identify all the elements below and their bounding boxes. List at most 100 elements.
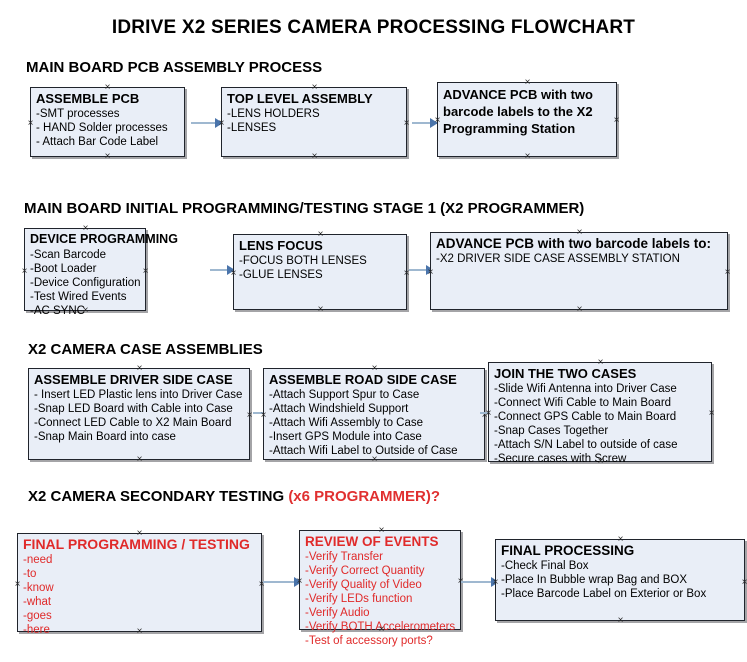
box-line: -Check Final Box [501, 560, 589, 572]
box-line: -Scan Barcode [30, 249, 107, 261]
arrow-head-icon [294, 577, 302, 587]
box-title: ADVANCE PCB with two barcode labels to t… [443, 87, 593, 136]
section-header-text: X2 CAMERA CASE ASSEMBLIES [28, 341, 263, 358]
resize-handle-right[interactable] [141, 267, 150, 276]
conn-assemble-pcb-to-top-level-assembly[interactable] [191, 118, 223, 128]
box-line: -need [23, 554, 53, 566]
resize-handle-left[interactable] [13, 580, 22, 589]
box-line: -Secure cases with Screw [494, 453, 627, 465]
section-header-text: MAIN BOARD PCB ASSEMBLY PROCESS [26, 59, 323, 76]
box-final-processing[interactable]: FINAL PROCESSING -Check Final Box -Place… [495, 539, 745, 621]
box-line: - HAND Solder processes [36, 122, 168, 134]
box-title: ASSEMBLE PCB [36, 91, 140, 106]
box-line: -AC SYNC [30, 305, 85, 317]
box-line: -Connect Wifi Cable to Main Board [494, 397, 672, 409]
box-line: -Snap LED Board with Cable into Case [34, 403, 233, 415]
box-line: -Verify Audio [305, 607, 370, 619]
box-line: -Insert GPS Module into Case [269, 431, 422, 443]
box-device-programming[interactable]: DEVICE PROGRAMMING -Scan Barcode -Boot L… [24, 228, 178, 317]
box-assemble-pcb[interactable]: ASSEMBLE PCB -SMT processes - HAND Solde… [30, 87, 185, 157]
resize-handle-right[interactable] [707, 409, 716, 418]
box-line: -GLUE LENSES [239, 269, 323, 281]
box-line: -Connect LED Cable to X2 Main Board [34, 417, 232, 429]
box-review-of-events[interactable]: REVIEW OF EVENTS -Verify Transfer -Verif… [299, 530, 461, 647]
conn-top-level-assembly-to-advance-pcb[interactable] [412, 118, 438, 128]
conn-final-programming-to-review-of-events[interactable] [263, 577, 302, 587]
box-line: -know [23, 582, 54, 594]
resize-handle-bottom[interactable] [616, 616, 625, 625]
box-final-programming-testing[interactable]: FINAL PROGRAMMING / TESTING -need -to -k… [17, 533, 262, 636]
section-header-main-board-pcb-assembly-process: MAIN BOARD PCB ASSEMBLY PROCESS [26, 59, 322, 76]
arrow-head-icon [430, 118, 438, 128]
box-assemble-road-side-case[interactable]: ASSEMBLE ROAD SIDE CASE -Attach Support … [263, 368, 485, 460]
box-line: -Verify BOTH Accelerometers [305, 621, 456, 633]
resize-handle-right[interactable] [612, 116, 621, 125]
box-lens-focus[interactable]: LENS FOCUS -FOCUS BOTH LENSES -GLUE LENS… [233, 234, 407, 310]
box-line: -Verify LEDs function [305, 593, 413, 605]
box-advance-pcb-to-x2-programming-station[interactable]: ADVANCE PCB with two barcode labels to t… [437, 82, 617, 157]
box-line: -what [23, 596, 52, 608]
resize-handle-right[interactable] [723, 268, 732, 277]
resize-handle-bottom[interactable] [103, 152, 112, 161]
resize-handle-right[interactable] [402, 119, 411, 128]
box-line: -Verify Transfer [305, 551, 383, 563]
box-line: -FOCUS BOTH LENSES [239, 255, 367, 267]
box-top-level-assembly[interactable]: TOP LEVEL ASSEMBLY -LENS HOLDERS -LENSES [221, 87, 407, 157]
box-line: -here [23, 624, 50, 636]
arrow-head-icon [215, 118, 223, 128]
box-line: -Slide Wifi Antenna into Driver Case [494, 383, 677, 395]
box-assemble-driver-side-case[interactable]: ASSEMBLE DRIVER SIDE CASE - Insert LED P… [28, 368, 250, 460]
box-title: DEVICE PROGRAMMING [30, 232, 178, 246]
section-header-accent: (x6 PROGRAMMER)? [288, 488, 440, 505]
box-line: -Attach Wifi Label to Outside of Case [269, 445, 458, 457]
box-line: - Attach Bar Code Label [36, 136, 159, 148]
box-title: FINAL PROGRAMMING / TESTING [23, 536, 250, 552]
box-line: -SMT processes [36, 108, 120, 120]
box-line: -Connect GPS Cable to Main Board [494, 411, 677, 423]
conn-device-programming-to-lens-focus[interactable] [210, 265, 235, 275]
conn-review-of-events-to-final-processing[interactable] [461, 577, 499, 587]
box-title: FINAL PROCESSING [501, 543, 635, 558]
box-line: -to [23, 568, 37, 580]
box-line: - Insert LED Plastic lens into Driver Ca… [34, 389, 243, 401]
resize-handle-bottom[interactable] [575, 305, 584, 314]
page-title: IDRIVE X2 SERIES CAMERA PROCESSING FLOWC… [111, 17, 636, 38]
box-advance-pcb-to-driver-side-case-assembly-station[interactable]: ADVANCE PCB with two barcode labels to: … [430, 232, 728, 310]
box-title: ASSEMBLE ROAD SIDE CASE [269, 372, 457, 387]
section-header-text: X2 CAMERA SECONDARY TESTING [28, 488, 289, 505]
box-title: TOP LEVEL ASSEMBLY [227, 91, 373, 106]
resize-handle-bottom[interactable] [310, 152, 319, 161]
box-line: -Snap Cases Together [494, 425, 609, 437]
box-line: -Place Barcode Label on Exterior or Box [501, 588, 707, 600]
box-line: -Snap Main Board into case [34, 431, 176, 443]
resize-handle-left[interactable] [20, 267, 29, 276]
box-line: -goes [23, 610, 52, 622]
box-line: -Attach S/N Label to outside of case [494, 439, 678, 451]
box-join-the-two-cases[interactable]: JOIN THE TWO CASES -Slide Wifi Antenna i… [488, 362, 712, 465]
section-header-x2-camera-case-assemblies: X2 CAMERA CASE ASSEMBLIES [28, 341, 263, 358]
box-title: ADVANCE PCB with two barcode labels to: [436, 236, 712, 251]
box-line: -Attach Windshield Support [269, 403, 409, 415]
section-header-x2-camera-secondary-testing: X2 CAMERA SECONDARY TESTING (x6 PROGRAMM… [28, 488, 440, 505]
section-header-main-board-initial-programming-testing-stage-1: MAIN BOARD INITIAL PROGRAMMING/TESTING S… [24, 200, 584, 217]
box-line: -Verify Quality of Video [305, 579, 422, 591]
box-line: -Boot Loader [30, 263, 97, 275]
box-title: JOIN THE TWO CASES [494, 366, 637, 381]
resize-handle-right[interactable] [740, 578, 747, 587]
resize-handle-bottom[interactable] [523, 152, 532, 161]
box-line: -LENSES [227, 122, 277, 134]
box-line: -LENS HOLDERS [227, 108, 320, 120]
box-line: -Device Configuration [30, 277, 141, 289]
box-line: -Attach Support Spur to Case [269, 389, 420, 401]
box-line: -Test Wired Events [30, 291, 127, 303]
box-line: -Place In Bubble wrap Bag and BOX [501, 574, 688, 586]
section-header-text: MAIN BOARD INITIAL PROGRAMMING/TESTING S… [24, 200, 585, 217]
box-line: -X2 DRIVER SIDE CASE ASSEMBLY STATION [436, 253, 680, 265]
resize-handle-bottom[interactable] [135, 455, 144, 464]
box-title: REVIEW OF EVENTS [305, 534, 439, 549]
box-line: -Verify Correct Quantity [305, 565, 425, 577]
box-line-overflow: -Test of accessory ports? [305, 635, 433, 647]
resize-handle-bottom[interactable] [316, 305, 325, 314]
resize-handle-left[interactable] [26, 119, 35, 128]
